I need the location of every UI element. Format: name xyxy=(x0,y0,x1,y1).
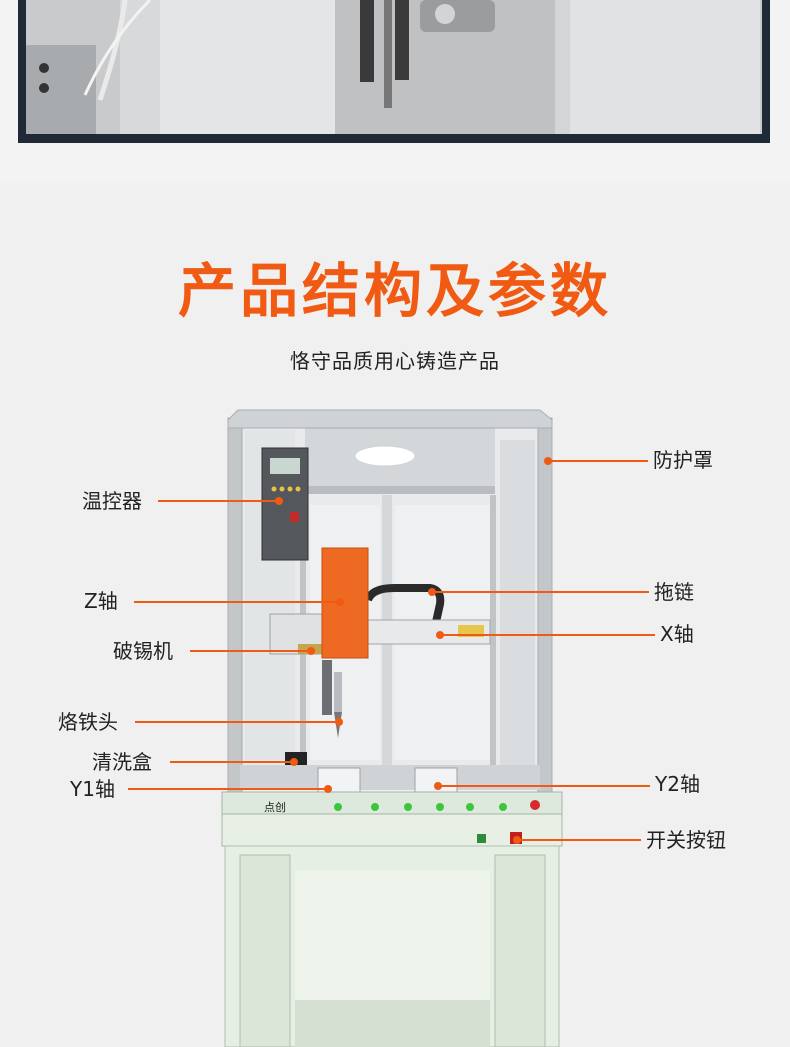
temperature-controller-dot xyxy=(275,497,283,505)
label-x-axis: X轴 xyxy=(660,622,694,646)
z-axis-dot xyxy=(336,598,344,606)
label-soldering-tip: 烙铁头 xyxy=(58,710,118,734)
top-machine-photo xyxy=(0,0,790,183)
label-power-switch: 开关按钮 xyxy=(646,828,726,852)
cleaning-box-leader xyxy=(170,761,293,763)
frame-post-left xyxy=(227,417,243,799)
x-axis-leader xyxy=(440,634,655,636)
ceiling-light xyxy=(354,445,416,467)
label-drag-chain: 拖链 xyxy=(654,580,694,604)
label-y2-axis: Y2轴 xyxy=(655,772,700,796)
label-protective-cover: 防护罩 xyxy=(653,448,713,472)
soldering-tip-leader xyxy=(135,721,338,723)
temperature-controller-leader xyxy=(158,500,278,502)
label-z-axis: Z轴 xyxy=(84,589,118,613)
green-button xyxy=(477,834,486,843)
brand-logo: 点创 xyxy=(264,801,286,814)
tin-breaker-leader xyxy=(190,650,310,652)
section-subtitle: 恪守品质用心铸造产品 xyxy=(290,349,500,373)
tin-breaker-dot xyxy=(307,647,315,655)
power-switch-leader xyxy=(517,839,641,841)
label-tin-breaker: 破锡机 xyxy=(113,639,173,663)
soldering-tip-dot xyxy=(335,718,343,726)
drag-chain-leader xyxy=(432,591,649,593)
indicator-lights xyxy=(334,800,540,811)
label-cleaning-box: 清洗盒 xyxy=(92,750,152,774)
y2-axis-leader xyxy=(438,785,650,787)
label-y1-axis: Y1轴 xyxy=(70,777,115,801)
z-axis-leader xyxy=(134,601,339,603)
frame-post-right xyxy=(537,417,553,799)
label-temperature-controller: 温控器 xyxy=(82,489,142,513)
cleaning-box-dot xyxy=(290,758,298,766)
y1-axis-leader xyxy=(128,788,327,790)
protective-cover-leader xyxy=(548,460,648,462)
z-axis-carriage xyxy=(321,547,369,659)
section-title: 产品结构及参数 xyxy=(177,257,612,325)
y1-axis-dot xyxy=(324,785,332,793)
